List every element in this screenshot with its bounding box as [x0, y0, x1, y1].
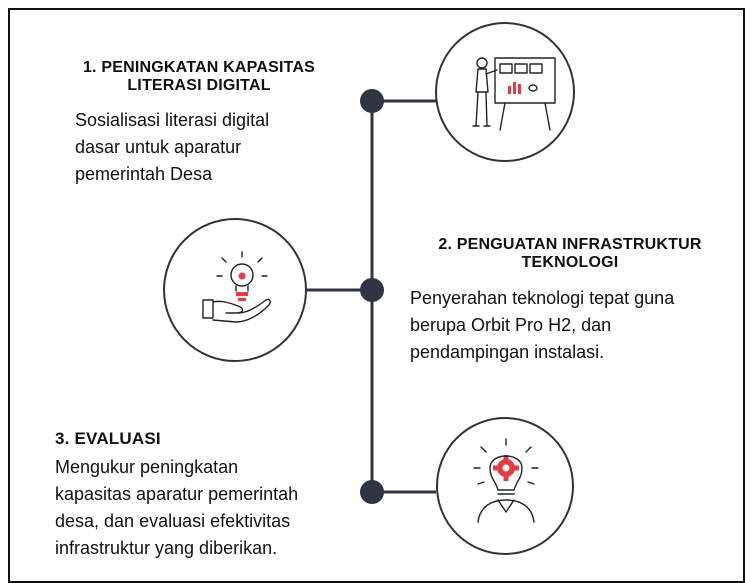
- step-1-desc-line: pemerintah Desa: [75, 164, 213, 184]
- step-1-description: Sosialisasi literasi digital dasar untuk…: [75, 107, 269, 188]
- step-3-description: Mengukur peningkatan kapasitas aparatur …: [55, 454, 298, 562]
- step-1-title: 1. PENINGKATAN KAPASITAS LITERASI DIGITA…: [40, 59, 358, 95]
- step-2-title: 2. PENGUATAN INFRASTRUKTUR TEKNOLOGI: [405, 236, 735, 272]
- step-3-title-line: 3. EVALUASI: [55, 429, 161, 448]
- gear-head-icon: [436, 417, 574, 555]
- timeline-dot-2: [360, 278, 384, 302]
- step-1-desc-line: dasar untuk aparatur: [75, 137, 242, 157]
- step-2-title-line: 2. PENGUATAN INFRASTRUKTUR: [438, 236, 702, 253]
- timeline-diagram: [163, 22, 575, 555]
- step-2-description: Penyerahan teknologi tepat guna berupa O…: [410, 285, 674, 366]
- step-3-desc-line: infrastruktur yang diberikan.: [55, 538, 278, 558]
- step-2-desc-line: berupa Orbit Pro H2, dan: [410, 315, 612, 335]
- presentation-board-icon: [435, 22, 575, 162]
- step-2-title-line: TEKNOLOGI: [521, 254, 619, 271]
- idea-hand-icon: [163, 218, 307, 362]
- step-1-title-line: LITERASI DIGITAL: [127, 77, 271, 94]
- step-3-desc-line: desa, dan evaluasi efektivitas: [55, 511, 291, 531]
- step-3-desc-line: kapasitas aparatur pemerintah: [55, 484, 299, 504]
- timeline-dot-3: [360, 480, 384, 504]
- step-3-title: 3. EVALUASI: [55, 430, 161, 448]
- step-1-desc-line: Sosialisasi literasi digital: [75, 110, 270, 130]
- timeline-dot-1: [360, 89, 384, 113]
- step-2-desc-line: pendampingan instalasi.: [410, 342, 605, 362]
- step-1-title-line: 1. PENINGKATAN KAPASITAS: [82, 59, 316, 76]
- step-3-desc-line: Mengukur peningkatan: [55, 457, 239, 477]
- step-2-desc-line: Penyerahan teknologi tepat guna: [410, 288, 675, 308]
